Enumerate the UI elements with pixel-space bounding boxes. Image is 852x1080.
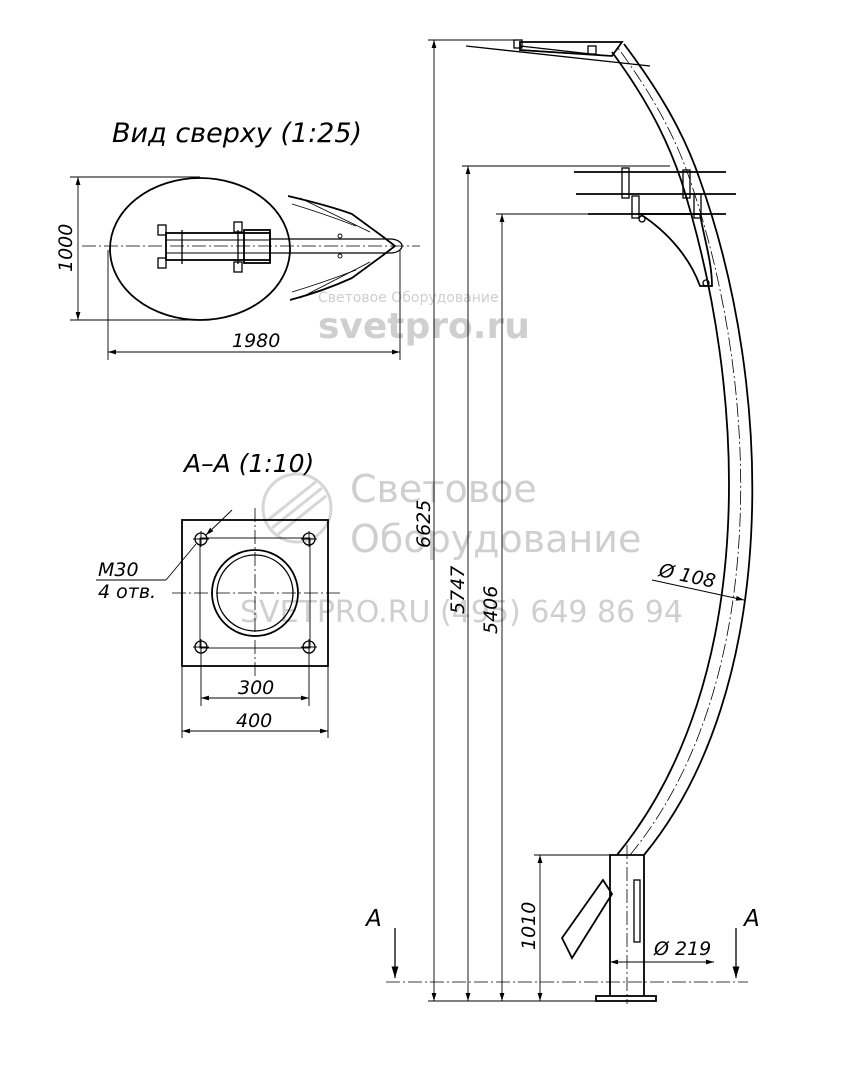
top-view-title: Вид сверху (1:25) (112, 118, 362, 149)
pipe-diameter-base: Ø 219 (653, 938, 711, 960)
pole-inner-edge (623, 43, 754, 856)
dimension-base-tube-height: 1010 (518, 902, 540, 950)
dimension-bolt-spacing: 300 (238, 677, 274, 699)
luminaire-outline (465, 45, 651, 67)
pole-outer-edge (611, 51, 730, 856)
section-mark-left: A (364, 906, 382, 932)
watermark: Световое Оборудование SVETPRO.RU (495) 6… (240, 290, 683, 630)
watermark-small-company: Световое Оборудование (318, 290, 499, 306)
pole-base-plate (595, 995, 657, 1002)
section-mark-right: A (742, 906, 760, 932)
luminaire-shell (287, 195, 397, 301)
watermark-big-contact: SVETPRO.RU (495) 649 86 94 (240, 595, 683, 630)
watermark-logo-icon (261, 472, 333, 544)
watermark-small-site: svetpro.ru (318, 306, 530, 347)
dimension-lower-bracket-height: 5406 (480, 586, 502, 634)
arm-tube (270, 238, 403, 254)
cable-entry-sleeve (560, 878, 614, 960)
dimension-top-width: 1000 (55, 224, 77, 272)
service-hatch (633, 879, 641, 943)
luminaire-body (109, 177, 291, 321)
bolt-size-label: M30 (98, 559, 139, 581)
dimension-upper-bracket-height: 5747 (447, 566, 469, 614)
watermark-big-line1: Световое (350, 467, 537, 511)
dimension-top-length: 1980 (232, 330, 280, 352)
pole-axis (617, 47, 742, 856)
top-arm (519, 41, 624, 57)
dimension-total-height: 6625 (413, 500, 435, 548)
bolt-count-label: 4 отв. (98, 581, 156, 603)
watermark-big-line2: Оборудование (350, 517, 641, 561)
dimension-plate-size: 400 (236, 710, 272, 732)
top-view: Вид сверху (1:25) 1000 1980 (55, 118, 420, 360)
section-title: A–A (1:10) (182, 449, 314, 478)
section-view: A–A (1:10) M30 4 отв. 300 400 (96, 449, 340, 738)
